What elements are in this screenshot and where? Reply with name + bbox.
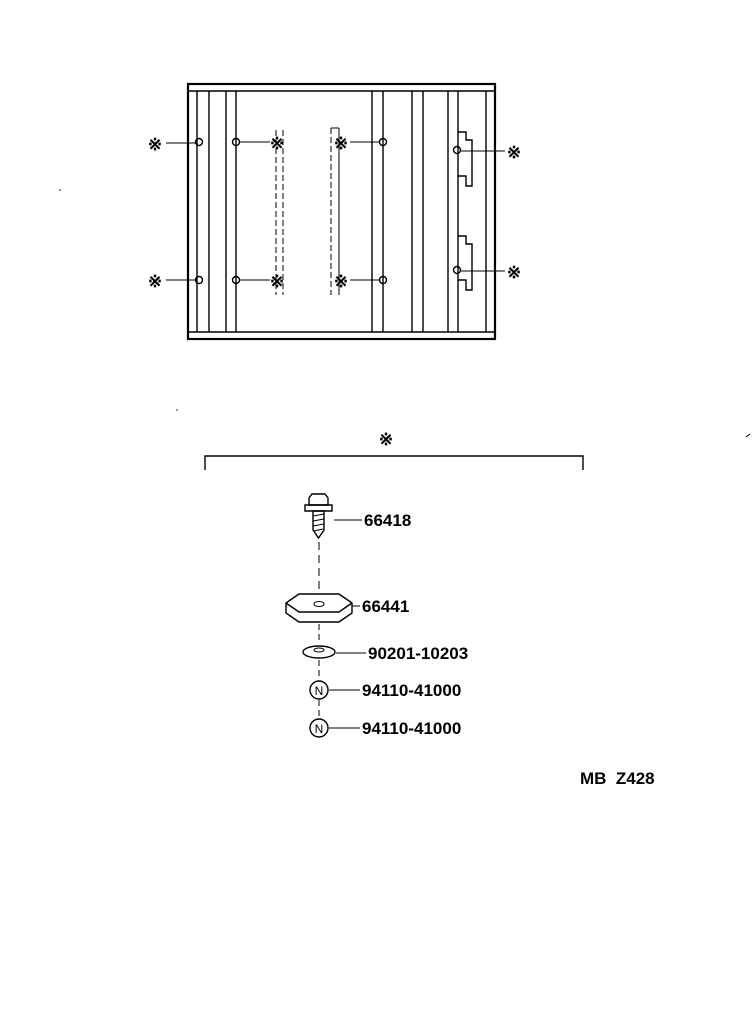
- mount-hole: [194, 137, 204, 147]
- part-number-bolt: 66418: [364, 511, 411, 530]
- nut-icon: N: [309, 680, 329, 700]
- bolt-icon: [304, 493, 333, 540]
- ref-mark: ※: [334, 134, 348, 153]
- part-number-nut: 94110-41000: [362, 681, 461, 700]
- fastener-stack: 66418 66441 90201-10203 N 94110-41000: [285, 493, 468, 738]
- mount-hole: [452, 265, 462, 275]
- mount-hole: [452, 145, 462, 155]
- ref-mark: ※: [507, 263, 521, 282]
- part-number-nut: 94110-41000: [362, 719, 461, 738]
- part-number-pad: 66441: [362, 597, 409, 616]
- nut-marker: N: [315, 684, 324, 698]
- ref-mark: ※: [270, 134, 284, 153]
- mount-hole: [231, 275, 241, 285]
- washer-icon: [302, 645, 336, 659]
- frame-outline: [186, 82, 497, 341]
- nut-icon: N: [309, 718, 329, 738]
- frame-assembly: ※ ※ ※ ※ ※ ※ ※ ※: [148, 82, 521, 341]
- ref-mark: ※: [148, 135, 162, 154]
- drawing-code: MB Z428: [580, 769, 655, 788]
- ref-mark: ※: [334, 272, 348, 291]
- detail-ref-mark: ※: [379, 430, 393, 449]
- ref-mark: ※: [507, 143, 521, 162]
- nut-marker: N: [315, 722, 324, 736]
- mount-hole: [231, 137, 241, 147]
- ref-mark: ※: [270, 272, 284, 291]
- part-number-washer: 90201-10203: [368, 644, 468, 663]
- ref-mark: ※: [148, 272, 162, 291]
- detail-group-bracket: ※: [204, 430, 584, 470]
- pad-icon: [285, 593, 353, 623]
